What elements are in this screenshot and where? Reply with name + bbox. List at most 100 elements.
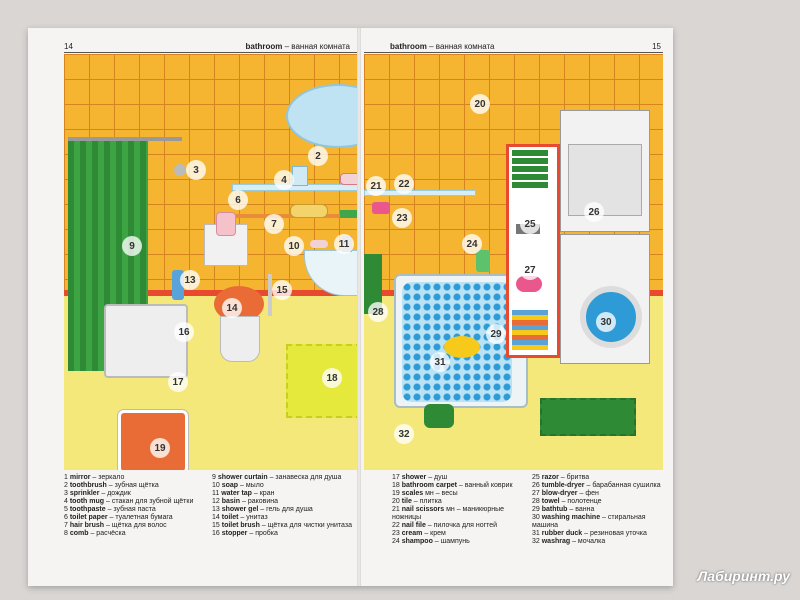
glossary-number: 25 <box>532 474 542 481</box>
glossary-term-ru: – расчёска <box>88 530 126 537</box>
right-page-header: bathroom – ванная комната 15 <box>364 36 663 53</box>
rubber-duck <box>444 336 480 358</box>
glossary-number: 26 <box>532 482 542 489</box>
label-28: 28 <box>368 302 388 322</box>
label-7: 7 <box>264 214 284 234</box>
toilet-paper-roll <box>216 212 236 236</box>
glossary-entry: 20 tile – плитка <box>392 498 524 506</box>
right-title-ru: – ванная комната <box>426 42 495 51</box>
glossary-entry: 17 shower – душ <box>392 474 524 482</box>
glossary-term-ru: – резиновая уточка <box>582 530 647 537</box>
glossary-term-ru: – стиральная машина <box>532 514 646 529</box>
glossary-number: 11 <box>212 490 222 497</box>
right-page-number: 15 <box>652 42 661 51</box>
left-page: 14 bathroom – ванная комната <box>28 28 358 586</box>
glossary-term-ru: – зубная паста <box>105 506 156 513</box>
glossary-entry: 32 washrag – мочалка <box>532 538 670 546</box>
upper-shelf <box>364 190 476 196</box>
shower-tray <box>104 304 188 378</box>
glossary-entry: 11 water tap – кран <box>212 490 358 498</box>
glossary-term-ru: – гель для душа <box>258 506 313 513</box>
right-title-en: bathroom <box>390 42 427 51</box>
label-32: 32 <box>394 424 414 444</box>
glossary-term-en: nail file <box>401 522 426 529</box>
glossary-term-en: washing machine <box>541 514 601 521</box>
glossary-term-en: towel <box>541 498 560 505</box>
glossary-term-en: rubber duck <box>541 530 583 537</box>
glossary-entry: 27 blow-dryer – фен <box>532 490 670 498</box>
glossary-term-ru: – щётка для чистки унитаза <box>259 522 352 529</box>
soap <box>310 240 328 248</box>
glossary-entry: 4 tooth mug – стакан для зубной щётки <box>64 498 202 506</box>
glossary-term-en: shower curtain <box>217 474 268 481</box>
glossary-entry: 19 scales мн – весы <box>392 490 524 498</box>
left-page-header: 14 bathroom – ванная комната <box>64 36 358 53</box>
glossary-term-en: sprinkler <box>69 490 100 497</box>
folded-towels <box>512 150 548 188</box>
glossary-entry: 18 bathroom carpet – ванный коврик <box>392 482 524 490</box>
label-19: 19 <box>150 438 170 458</box>
glossary-term-ru: – мыло <box>238 482 264 489</box>
glossary-term-ru: – занавеска для душа <box>267 474 342 481</box>
glossary-term-ru: – кран <box>251 490 275 497</box>
left-title-ru: – ванная комната <box>282 42 350 51</box>
glossary-number: 17 <box>392 474 402 481</box>
glossary-term-ru: – унитаз <box>238 514 268 521</box>
glossary-term-ru: – зубная щётка <box>106 482 159 489</box>
glossary-number: 30 <box>532 514 542 521</box>
glossary-number: 22 <box>392 522 402 529</box>
right-illustration: 20 21 22 23 24 25 26 27 28 29 30 31 32 <box>364 54 663 470</box>
towel-hanging <box>364 254 382 314</box>
glossary-term-ru: – щётка для волос <box>104 522 167 529</box>
glossary-entry: 1 mirror – зеркало <box>64 474 202 482</box>
glossary-number: 9 <box>212 474 218 481</box>
glossary-term-en: bathtub <box>541 506 568 513</box>
glossary-term-en: toilet brush <box>221 522 260 529</box>
glossary-entry: 7 hair brush – щётка для волос <box>64 522 202 530</box>
label-15: 15 <box>272 280 292 300</box>
glossary-term-en: toothpaste <box>69 506 106 513</box>
glossary-term-ru: – стакан для зубной щётки <box>104 498 194 505</box>
glossary-term-ru: – шампунь <box>432 538 470 545</box>
label-4: 4 <box>274 170 294 190</box>
glossary-entry: 25 razor – бритва <box>532 474 670 482</box>
glossary-term-ru: – мочалка <box>570 538 606 545</box>
glossary-term-en: bathroom carpet <box>401 482 457 489</box>
glossary-entry: 14 toilet – унитаз <box>212 514 358 522</box>
glossary-term-en: hair brush <box>69 522 105 529</box>
book-spine <box>357 28 361 586</box>
glossary-number: 20 <box>392 498 402 505</box>
comb <box>340 210 358 218</box>
label-10: 10 <box>284 236 304 256</box>
label-16: 16 <box>174 322 194 342</box>
glossary-term-en: water tap <box>221 490 252 497</box>
label-3: 3 <box>186 160 206 180</box>
glossary-term-en: tile <box>401 498 412 505</box>
tumble-dryer-door <box>568 144 642 216</box>
glossary-term-ru: – фен <box>577 490 599 497</box>
label-13: 13 <box>180 270 200 290</box>
glossary-term-ru: – зеркало <box>90 474 125 481</box>
glossary-entry: 15 toilet brush – щётка для чистки унита… <box>212 522 358 530</box>
glossary-term-en: razor <box>541 474 559 481</box>
toilet-brush <box>268 274 272 316</box>
glossary-term-ru: – бритва <box>558 474 590 481</box>
glossary-term-ru: – полотенце <box>559 498 602 505</box>
glossary-number: 10 <box>212 482 222 489</box>
label-26: 26 <box>584 202 604 222</box>
right-page-title: bathroom – ванная комната <box>390 42 495 51</box>
glossary-number: 4 <box>64 498 70 505</box>
glossary-number: 13 <box>212 506 222 513</box>
label-23: 23 <box>392 208 412 228</box>
washing-machine-door <box>580 286 642 348</box>
glossary-number: 14 <box>212 514 222 521</box>
glossary-entry: 24 shampoo – шампунь <box>392 538 524 546</box>
left-title-en: bathroom <box>245 42 283 51</box>
glossary-number: 12 <box>212 498 222 505</box>
glossary-term-en: shower gel <box>221 506 259 513</box>
glossary-number: 32 <box>532 538 542 545</box>
